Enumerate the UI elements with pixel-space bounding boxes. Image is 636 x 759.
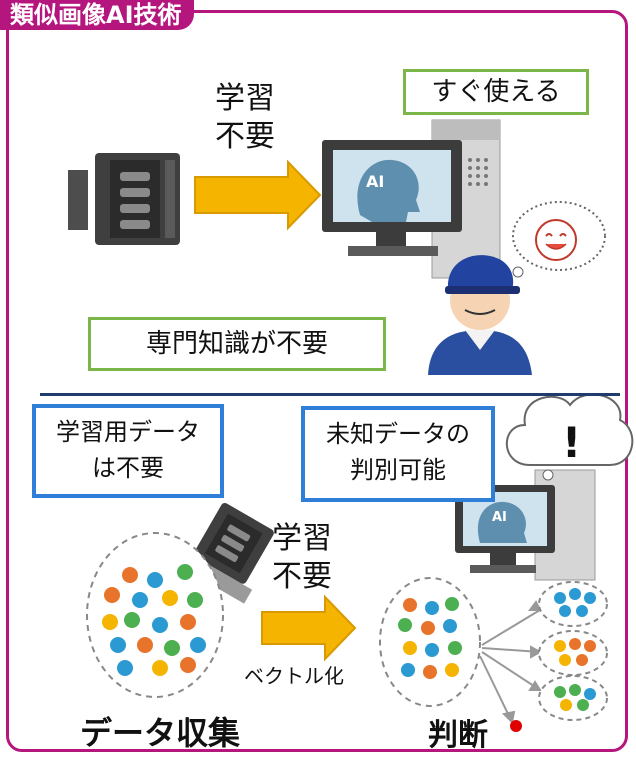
title-tab: 類似画像AI技術 [0, 0, 194, 30]
top-arrow [194, 159, 322, 231]
bottom-monitor-ai-label: AI [492, 510, 507, 525]
thought-bubble-smile [502, 201, 606, 289]
sub-cluster-2 [538, 630, 608, 676]
judge-cluster [379, 577, 481, 707]
bottom-arrow [261, 594, 357, 662]
exclaim-mark: ! [562, 418, 582, 467]
bottom-arrow-label: 学習 不要 [272, 521, 332, 594]
unknown-data-box: 未知データの 判別可能 [301, 406, 495, 502]
thought-bubble-exclaim [505, 393, 634, 481]
bottom-computer-icon [455, 469, 596, 581]
box-left-line2: は不要 [92, 454, 164, 482]
monitor-icon [322, 140, 462, 256]
judge-label: 判断 [428, 718, 488, 753]
data-cluster [86, 532, 224, 698]
worker-icon [428, 255, 532, 375]
box-left-line1: 学習用データ [56, 418, 200, 446]
sub-cluster-3 [538, 675, 608, 721]
main-frame [6, 10, 628, 752]
box-right-line2: 判別可能 [350, 456, 446, 484]
section-divider [40, 393, 620, 396]
sub-cluster-1 [538, 581, 608, 627]
judge-arrows [479, 600, 543, 725]
no-training-data-box: 学習用データ は不要 [32, 404, 224, 498]
camera-icon [68, 153, 180, 245]
vector-label: ベクトル化 [244, 664, 344, 688]
monitor-ai-label: AI [366, 172, 385, 191]
ready-box: すぐ使える [403, 69, 589, 115]
outlier-dot [510, 720, 522, 732]
collect-label: データ収集 [80, 714, 241, 752]
box-right-line1: 未知データの [326, 420, 470, 448]
top-arrow-label: 学習 不要 [215, 81, 275, 154]
knowledge-box: 専門知識が不要 [88, 317, 386, 371]
